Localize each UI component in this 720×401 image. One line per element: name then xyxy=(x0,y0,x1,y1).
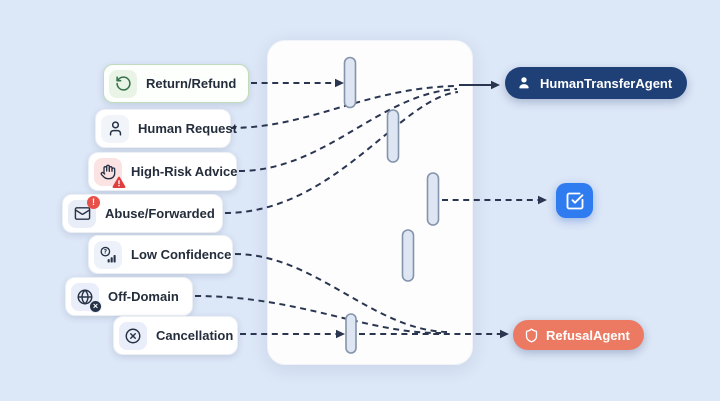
off-domain-globe-icon: × xyxy=(71,282,102,313)
source-card-human-request: Human Request xyxy=(95,109,237,148)
arrowhead-refusal xyxy=(500,329,509,339)
x-badge-icon: × xyxy=(89,299,102,313)
target-label: RefusalAgent xyxy=(546,327,630,343)
alert-badge-icon: ! xyxy=(87,195,100,209)
source-card-low-confidence: ? Low Confidence xyxy=(88,235,233,274)
source-card-off-domain: × Off-Domain xyxy=(65,277,193,316)
source-card-label: Off-Domain xyxy=(108,289,179,304)
router-panel xyxy=(267,40,473,365)
human-transfer-agent-node: HumanTransferAgent xyxy=(505,67,688,99)
alert-triangle-icon xyxy=(112,176,126,188)
source-card-label: High-Risk Advice xyxy=(131,164,238,179)
source-card-high-risk: High-Risk Advice xyxy=(88,152,237,191)
refusal-agent-node: RefusalAgent xyxy=(513,320,644,350)
source-card-label: Abuse/Forwarded xyxy=(105,206,215,221)
target-label: HumanTransferAgent xyxy=(540,75,673,91)
source-card-label: Return/Refund xyxy=(146,76,237,91)
arrowhead-human-transfer xyxy=(491,80,500,90)
svg-text:?: ? xyxy=(104,248,108,255)
shield-icon xyxy=(525,328,538,342)
source-card-label: Human Request xyxy=(138,121,237,136)
user-icon xyxy=(519,77,529,89)
check-square-icon xyxy=(566,192,583,209)
arrowhead-check xyxy=(538,195,547,205)
auto-resolve-node xyxy=(556,183,593,218)
high-risk-hand-icon xyxy=(94,157,126,188)
abuse-mail-icon: ! xyxy=(68,195,100,228)
return-refund-icon xyxy=(109,69,137,98)
cancellation-icon xyxy=(119,321,147,350)
human-request-icon xyxy=(101,114,129,143)
source-card-label: Low Confidence xyxy=(131,247,232,262)
source-card-return-refund: Return/Refund xyxy=(103,64,249,103)
low-confidence-icon: ? xyxy=(94,240,122,269)
source-card-abuse-forwarded: ! Abuse/Forwarded xyxy=(62,194,223,233)
source-card-cancellation: Cancellation xyxy=(113,316,238,355)
source-card-label: Cancellation xyxy=(156,328,234,343)
